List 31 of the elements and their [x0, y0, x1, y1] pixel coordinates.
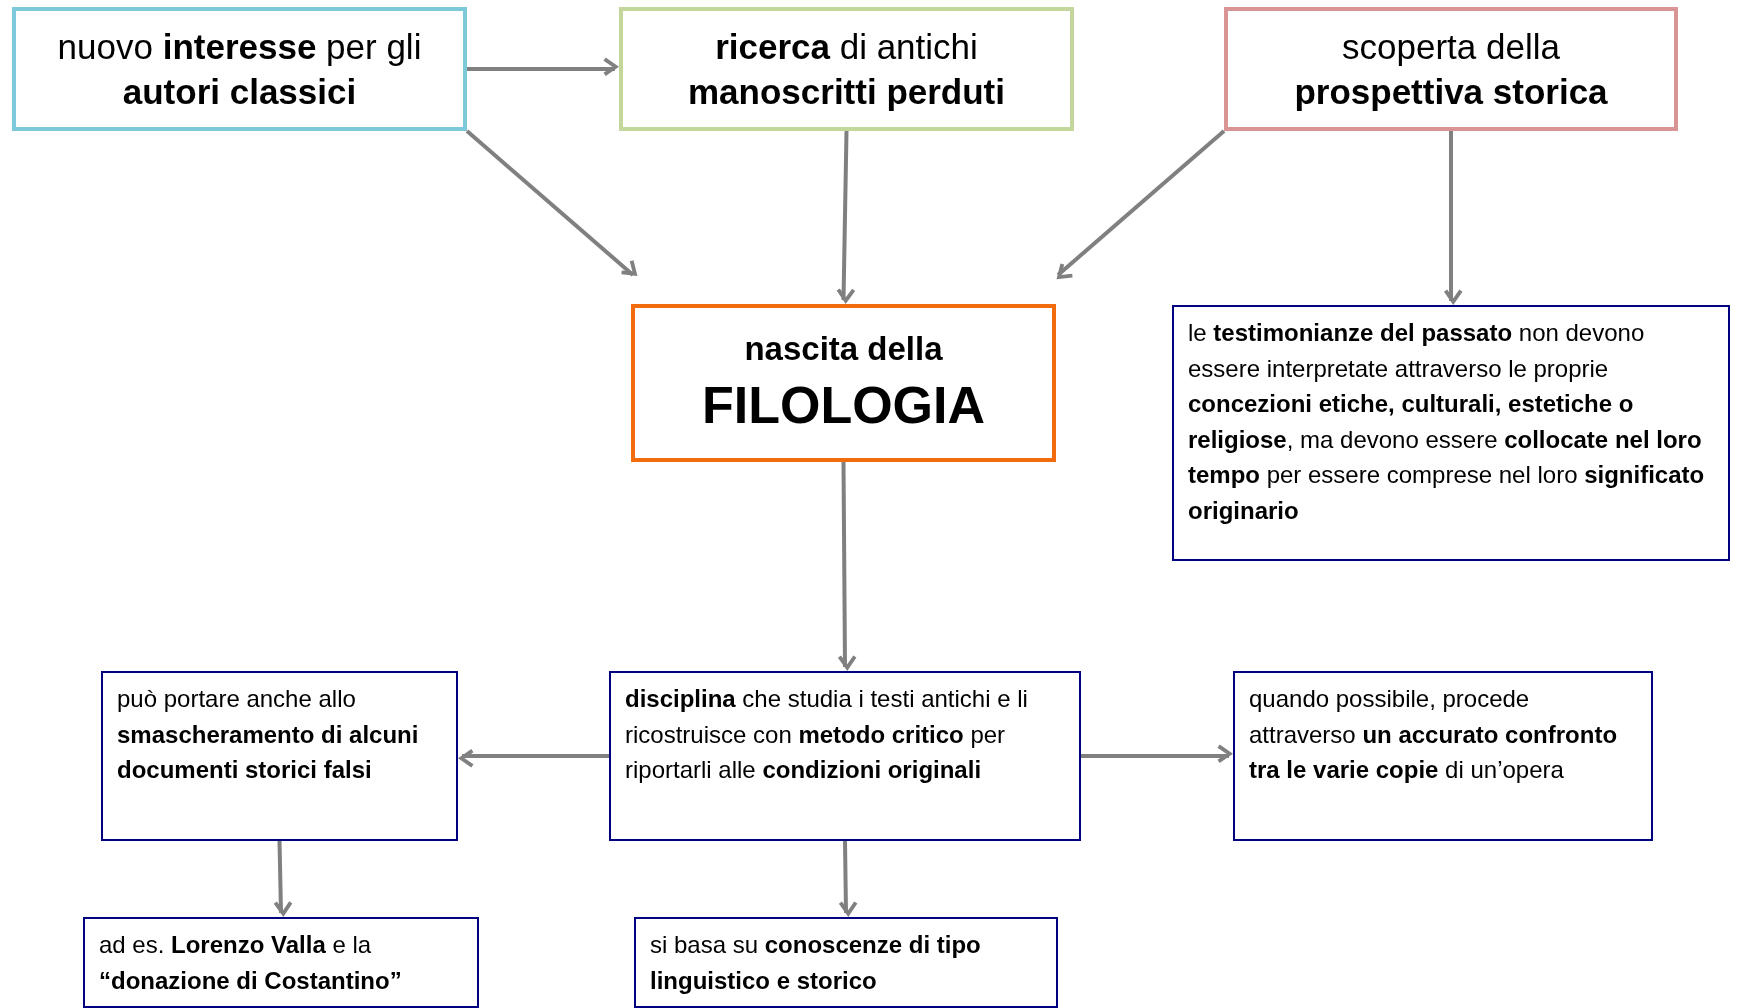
text-box — [609, 671, 1081, 841]
central-concept-box — [631, 304, 1056, 462]
node-text: si basa su conoscenze di tipo linguistico e storico — [650, 930, 982, 996]
arrow — [836, 840, 860, 918]
node-text: può portare anche allo smascheramento di alcuni documenti storici falsi — [117, 684, 420, 786]
node-text: scoperta della prospettiva storica — [1293, 25, 1609, 113]
node-text: disciplina che studia i testi antichi e li ricostruisce con metodo critico per riportarli alle condizioni originali — [625, 684, 1029, 786]
text-box — [101, 671, 458, 841]
arrow — [467, 55, 620, 78]
arrow — [1055, 129, 1226, 281]
title-text: FILOLOGIA — [701, 375, 986, 437]
arrow — [835, 462, 859, 672]
text-box — [1233, 671, 1653, 841]
node-text: ad es. Lorenzo Valla e la “donazione di Costantino” — [99, 930, 403, 996]
arrow — [465, 129, 639, 278]
arrow — [1442, 131, 1465, 306]
node-text: ricerca di antichi manoscritti perduti — [687, 25, 1006, 113]
node-text: nuovo interesse per gli autori classici — [56, 25, 423, 113]
concept-box — [12, 7, 467, 131]
node-text: le testimonianze del passato non devono essere interpretate attraverso le proprie concezioni etiche, culturali, estetiche o religiose, ma devono essere collocate nel loro tempo per essere comprese nel loro significato originario — [1188, 318, 1706, 526]
concept-box — [1224, 7, 1678, 131]
arrow — [457, 747, 609, 770]
concept-box — [619, 7, 1074, 131]
text-box — [634, 917, 1058, 1008]
arrow — [271, 840, 295, 918]
text-box — [83, 917, 479, 1008]
node-text: quando possibile, procede attraverso un accurato confronto tra le varie copie di un’opera — [1249, 684, 1619, 786]
arrow — [834, 130, 858, 305]
text-box — [1172, 305, 1730, 561]
arrow — [1081, 742, 1234, 765]
subtitle-text: nascita della — [744, 329, 943, 370]
